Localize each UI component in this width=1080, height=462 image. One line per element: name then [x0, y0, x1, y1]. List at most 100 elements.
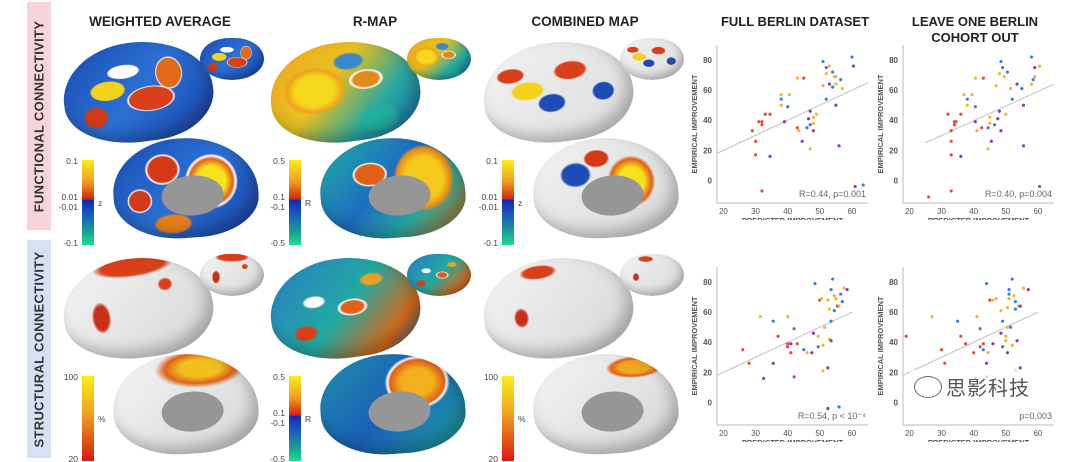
data-point: [1005, 351, 1010, 355]
data-point: [786, 315, 790, 319]
data-point: [795, 126, 799, 130]
data-point: [927, 195, 931, 199]
data-point: [808, 147, 812, 151]
data-point: [1010, 343, 1014, 347]
colorbar-mid-low-label: -0.1: [270, 202, 285, 212]
data-point: [999, 59, 1003, 64]
y-axis-label: EMPIRICAL IMPROVEMENT: [690, 74, 699, 173]
colorbar-unit: z: [98, 198, 103, 208]
medial-brain-surface: [529, 349, 682, 459]
data-point: [747, 361, 751, 365]
colorbar-unit: %: [518, 414, 526, 424]
data-point: [991, 342, 995, 346]
data-point: [816, 345, 820, 349]
data-point: [949, 129, 953, 133]
data-point: [999, 331, 1003, 335]
colorbar-mid-low-label: -0.01: [58, 202, 78, 212]
x-tick-label: 60: [1033, 429, 1042, 438]
y-axis-label: EMPIRICAL IMPROVEMENT: [690, 296, 699, 395]
data-point: [1007, 297, 1011, 301]
data-point: [792, 375, 796, 379]
y-tick-label: 0: [708, 398, 713, 407]
y-tick-label: 0: [894, 176, 899, 185]
data-point: [959, 154, 963, 158]
colorbar: [82, 376, 94, 461]
data-point: [986, 126, 990, 130]
data-point: [975, 129, 979, 133]
data-point: [813, 281, 817, 286]
cerebellum-view: [407, 254, 471, 296]
data-point: [829, 287, 833, 292]
y-tick-label: 40: [703, 116, 712, 125]
column-header-leave-one-out: LEAVE ONE BERLIN COHORT OUT: [911, 14, 1039, 45]
data-point: [1010, 97, 1014, 101]
data-point: [1005, 306, 1010, 310]
data-point: [845, 287, 849, 292]
data-point: [1002, 75, 1006, 79]
colorbar-max-label: 100: [483, 372, 498, 382]
data-point: [964, 342, 968, 346]
x-tick-label: 40: [783, 207, 792, 216]
data-point: [826, 298, 830, 302]
data-point: [779, 93, 783, 97]
data-point: [851, 64, 856, 68]
lateral-brain-surface: [476, 32, 640, 152]
y-tick-label: 60: [703, 86, 712, 95]
data-point: [939, 348, 944, 352]
data-point: [779, 97, 783, 101]
row-label-functional: FUNCTIONAL CONNECTIVITY: [27, 2, 51, 230]
colorbar: [289, 160, 301, 245]
data-point: [826, 406, 830, 411]
data-point: [834, 82, 838, 86]
column-header-weighted-average: WEIGHTED AVERAGE: [89, 14, 231, 29]
data-point: [776, 334, 780, 338]
data-point: [980, 126, 984, 130]
data-point: [952, 123, 957, 127]
x-tick-label: 20: [905, 207, 914, 216]
colorbar-max-label: 0.5: [273, 156, 285, 166]
data-point: [1037, 64, 1042, 68]
colorbar-max-label: 0.1: [486, 156, 498, 166]
stats-annotation: R=0.44, p=0.001: [799, 189, 866, 199]
data-point: [1037, 184, 1042, 189]
data-point: [1004, 339, 1008, 343]
lateral-brain-surface: [56, 32, 220, 152]
data-point: [973, 76, 977, 80]
data-point: [1013, 307, 1018, 311]
x-axis-label: PREDICTED IMPROVEMENT: [928, 216, 1030, 220]
data-point: [789, 351, 793, 355]
x-tick-label: 20: [719, 429, 728, 438]
data-point: [1033, 65, 1037, 70]
scatter-leave-one-out-functional: 2030405060020406080PREDICTED IMPROVEMENT…: [876, 45, 1055, 220]
x-axis-label: PREDICTED IMPROVEMENT: [742, 216, 844, 220]
x-tick-label: 40: [969, 207, 978, 216]
data-point: [760, 123, 764, 127]
data-point: [768, 112, 772, 116]
y-axis-label: EMPIRICAL IMPROVEMENT: [876, 74, 885, 173]
data-point: [831, 85, 835, 89]
data-point: [827, 64, 832, 68]
data-point: [1013, 300, 1018, 304]
data-point: [826, 366, 830, 370]
data-point: [1020, 87, 1024, 91]
data-point: [978, 327, 982, 331]
data-point: [1000, 319, 1005, 323]
data-point: [824, 65, 828, 70]
data-point: [808, 123, 812, 127]
data-point: [771, 361, 775, 365]
data-point: [814, 112, 819, 116]
colorbar: [82, 160, 94, 245]
wechat-logo-icon: [914, 375, 942, 398]
data-point: [795, 76, 799, 80]
colorbar-min-label: -0.5: [270, 238, 285, 248]
brain-panel-functional-weighted-average: 0.1 0.01 -0.01 -0.1 z: [0, 20, 264, 248]
y-tick-label: 60: [889, 86, 898, 95]
data-point: [1015, 339, 1019, 343]
y-tick-label: 0: [708, 176, 713, 185]
data-point: [821, 59, 825, 64]
brain-panel-structural-combined: 100 20 %: [420, 236, 684, 462]
y-tick-label: 20: [703, 368, 712, 377]
data-point: [986, 147, 990, 151]
data-point: [1004, 112, 1008, 116]
data-point: [986, 351, 990, 355]
